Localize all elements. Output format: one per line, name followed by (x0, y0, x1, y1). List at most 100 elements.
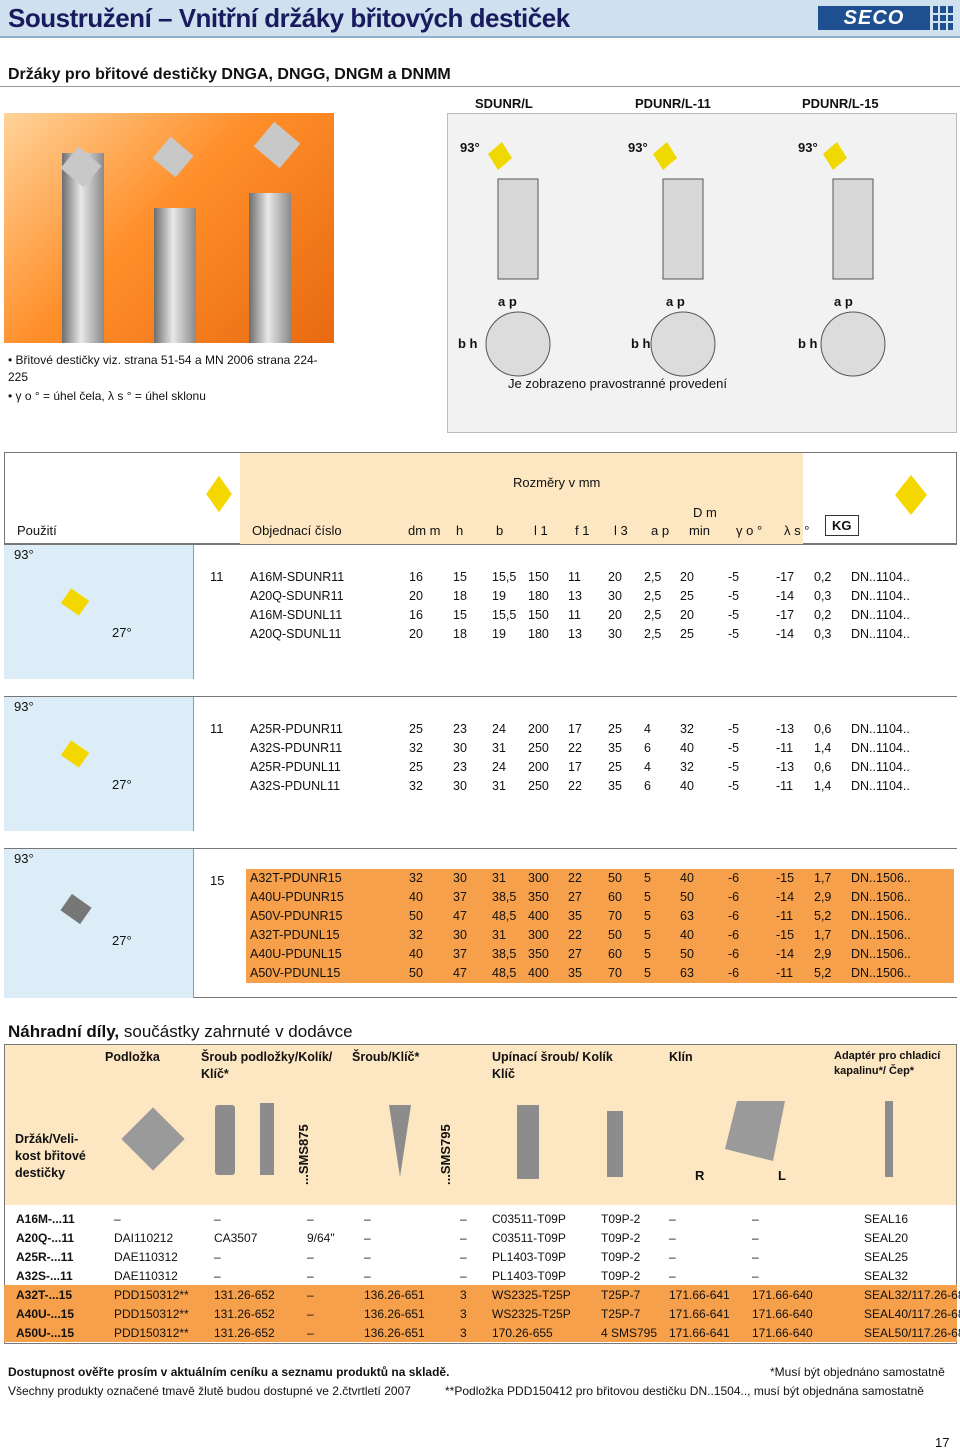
table-cell: 15,5 (492, 570, 517, 584)
table-cell: – (364, 1231, 371, 1245)
table-cell: 70 (608, 966, 622, 980)
table-cell: 50 (608, 871, 622, 885)
table-cell: 2,5 (644, 608, 662, 622)
col-f1: f 1 (575, 523, 590, 538)
order-code: A16M-SDUNL11 (250, 608, 343, 622)
order-code: A32T-PDUNR15 (250, 871, 342, 885)
table-cell: -6 (728, 871, 740, 885)
order-code: A50V-PDUNR15 (250, 909, 343, 923)
table-cell: 5 (644, 966, 651, 980)
table-cell: 136.26-651 (364, 1307, 425, 1321)
table-cell: DN..1104.. (851, 570, 910, 584)
table-cell: 131.26-652 (214, 1288, 275, 1302)
table-cell: T09P-2 (601, 1231, 641, 1245)
holder-code: A50U-...15 (16, 1326, 75, 1340)
section-pdun11: 93° 27° 11 (4, 696, 957, 831)
table-cell: DN..1104.. (851, 627, 910, 641)
table-cell: 200 (528, 760, 549, 774)
table-cell: 32 (409, 871, 423, 885)
table-cell: 15,5 (492, 608, 517, 622)
table-cell: DN..1506.. (851, 890, 911, 904)
table-cell: -11 (776, 779, 794, 793)
table-cell: -14 (776, 627, 795, 641)
table-cell: SEAL20 (864, 1231, 909, 1245)
table-cell: 18 (453, 589, 467, 603)
table-cell: 3 (460, 1326, 467, 1340)
table-cell: 20 (608, 570, 622, 584)
table-cell: – (364, 1212, 371, 1226)
table-cell: – (114, 1212, 121, 1226)
hdr-l: L (778, 1168, 786, 1183)
holders-photo (4, 113, 334, 343)
table-cell: 5 (644, 928, 651, 942)
insert-shape-icon (206, 475, 232, 513)
table-cell: 50 (409, 909, 423, 923)
table-cell: 1,7 (814, 871, 832, 885)
note-inserts-cont: 225 (8, 370, 29, 384)
parts-title: Náhradní díly, součástky zahrnuté v dodá… (8, 1022, 353, 1042)
table-cell: 35 (608, 741, 622, 755)
table-cell: 32 (680, 760, 694, 774)
table-cell: 150 (528, 608, 549, 622)
table-cell: – (307, 1250, 314, 1264)
col-dmm: dm m (408, 523, 441, 538)
note-angles: • γ o ° = úhel čela, λ s ° = úhel sklonu (8, 389, 206, 403)
table-cell: 2,5 (644, 589, 662, 603)
insert-size: 11 (210, 569, 224, 584)
table-cell: -5 (728, 627, 740, 641)
table-cell: – (752, 1212, 759, 1226)
table-cell: 32 (409, 741, 423, 755)
table-cell: T25P-7 (601, 1288, 641, 1302)
table-cell: 22 (568, 928, 582, 942)
table-cell: 20 (680, 570, 694, 584)
dim-bh-label: b h (631, 336, 651, 351)
table-cell: 25 (680, 627, 694, 641)
table-cell: – (307, 1212, 314, 1226)
table-cell: 20 (680, 608, 694, 622)
table-cell: – (752, 1231, 759, 1245)
table-cell: – (214, 1212, 221, 1226)
table-cell: 13 (568, 627, 582, 641)
table-cell: 50 (608, 928, 622, 942)
table-cell: 32 (680, 722, 694, 736)
table-cell: 171.66-640 (752, 1288, 813, 1302)
table-cell: -11 (776, 909, 794, 923)
table-cell: – (752, 1269, 759, 1283)
table-cell: -13 (776, 722, 795, 736)
table-cell: 24 (492, 760, 506, 774)
table-cell: 40 (680, 871, 694, 885)
col-order: Objednací číslo (252, 523, 342, 538)
table-cell: T09P-2 (601, 1269, 641, 1283)
order-code: A20Q-SDUNL11 (250, 627, 342, 641)
seco-logo: SECO (818, 6, 930, 30)
technical-drawing: 93° 93° 93° b h b h b h a p a p a p Je z… (447, 113, 957, 433)
section-image: 93° 27° (4, 545, 194, 679)
table-cell: CA3507 (214, 1231, 258, 1245)
hdr-drzak3: destičky (15, 1166, 66, 1180)
table-cell: -5 (728, 589, 740, 603)
holder-bar-2 (154, 208, 196, 343)
holder-code: A32T-...15 (16, 1288, 73, 1302)
table-cell: DN..1104.. (851, 779, 910, 793)
note-inserts: • Břitové destičky viz. strana 51-54 a M… (8, 353, 318, 367)
table-cell: 5 (644, 890, 651, 904)
parts-title-bold: Náhradní díly, (8, 1022, 120, 1041)
hdr-adapter2: kapalinu*/ Čep* (834, 1065, 915, 1077)
section-sdun: 93° 27° 11 (4, 544, 957, 679)
hdr-drzak: Držák/Veli- (15, 1132, 79, 1146)
table-cell: -6 (728, 909, 740, 923)
holder-code: A32S-...11 (16, 1269, 73, 1283)
table-cell: 63 (680, 966, 694, 980)
hdr-klic2: Klíč (492, 1067, 515, 1081)
table-cell: PL1403-T09P (492, 1250, 567, 1264)
hdr-sroub-klic: Šroub/Klíč* (352, 1050, 420, 1064)
table-cell: 30 (453, 871, 467, 885)
table-cell: 16 (409, 608, 423, 622)
table-cell: 11 (568, 608, 581, 622)
table-cell: – (307, 1288, 314, 1302)
order-separately-note: *Musí být objednáno samostatně (770, 1365, 945, 1379)
table-cell: – (214, 1269, 221, 1283)
table-cell: 136.26-651 (364, 1326, 425, 1340)
